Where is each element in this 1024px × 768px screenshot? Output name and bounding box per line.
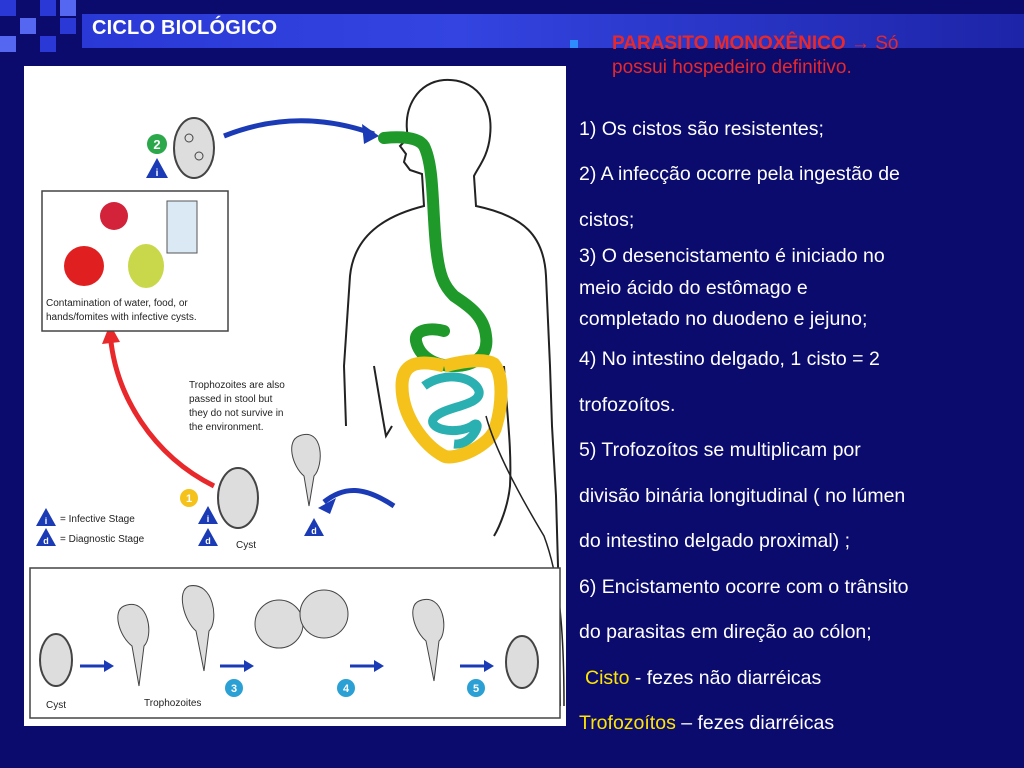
- trofo-rest: – fezes diarréicas: [676, 712, 834, 734]
- svg-text:1: 1: [186, 493, 192, 505]
- arrow-2-to-mouth: [224, 121, 374, 136]
- raspberry-icon: [100, 202, 128, 230]
- esophagus-stomach: [384, 137, 486, 366]
- text-line-8: trofozoítos.: [579, 394, 675, 417]
- svg-text:Trophozoites are also: Trophozoites are also: [189, 380, 285, 391]
- heading-bold: PARASITO MONOXÊNICO: [612, 33, 846, 54]
- svg-text:Cyst: Cyst: [46, 700, 66, 711]
- text-line-2: 2) A infecção ocorre pela ingestão de: [579, 163, 900, 186]
- text-line-6: completado no duodeno e jejuno;: [579, 308, 867, 331]
- cyst-top: [174, 118, 214, 178]
- text-line-11: do intestino delgado proximal) ;: [579, 530, 850, 553]
- svg-text:= Diagnostic Stage: = Diagnostic Stage: [60, 534, 145, 545]
- svg-text:the environment.: the environment.: [189, 422, 264, 433]
- svg-text:4: 4: [343, 683, 350, 695]
- svg-text:5: 5: [473, 683, 479, 695]
- svg-text:they do not survive in: they do not survive in: [189, 408, 284, 419]
- svg-text:d: d: [205, 536, 211, 546]
- svg-text:Cyst: Cyst: [236, 540, 256, 551]
- trophozoite-mid: [292, 434, 321, 506]
- text-line-1: 1) Os cistos são resistentes;: [579, 118, 824, 141]
- text-line-9: 5) Trofozoítos se multiplicam por: [579, 439, 861, 462]
- pear-icon: [128, 244, 164, 288]
- svg-text:3: 3: [231, 683, 237, 695]
- svg-text:i: i: [156, 168, 159, 179]
- text-line-3: cistos;: [579, 209, 634, 232]
- life-cycle-figure: 2 i Contamination of water, food, or han…: [24, 66, 566, 726]
- svg-text:passed in stool but: passed in stool but: [189, 394, 273, 405]
- text-line-4: 3) O desencistamento é iniciado no: [579, 245, 885, 268]
- text-line-7: 4) No intestino delgado, 1 cisto = 2: [579, 348, 880, 371]
- parasite-heading: PARASITO MONOXÊNICO → Só possui hospedei…: [612, 32, 1012, 81]
- svg-text:Trophozoites: Trophozoites: [144, 698, 201, 709]
- cisto-word: Cisto: [585, 667, 629, 689]
- heading-rest-1: Só: [870, 33, 899, 54]
- cyst-mid: [218, 468, 258, 528]
- trofo-word: Trofozoítos: [579, 712, 676, 734]
- svg-text:Contamination of water, food,: Contamination of water, food, or: [46, 298, 188, 309]
- cisto-line: Cisto - fezes não diarréicas: [585, 667, 821, 690]
- svg-text:d: d: [43, 536, 49, 546]
- svg-text:2: 2: [153, 137, 160, 152]
- text-line-5: meio ácido do estômago e: [579, 277, 808, 300]
- bullet-marker: [570, 40, 578, 48]
- svg-text:i: i: [45, 516, 48, 526]
- glass-icon: [167, 201, 197, 253]
- trofo-line: Trofozoítos – fezes diarréicas: [579, 712, 834, 735]
- small-intestine: [424, 377, 479, 444]
- svg-text:d: d: [311, 526, 317, 536]
- arrow-body-to-1: [324, 490, 394, 506]
- heading-arrow: →: [851, 33, 870, 54]
- svg-text:= Infective Stage: = Infective Stage: [60, 514, 135, 525]
- apple-icon: [64, 246, 104, 286]
- cisto-rest: - fezes não diarréicas: [629, 667, 821, 689]
- page-title: CICLO BIOLÓGICO: [92, 17, 277, 40]
- svg-text:hands/fomites with infective c: hands/fomites with infective cysts.: [46, 312, 197, 323]
- svg-text:i: i: [207, 514, 210, 524]
- heading-rest-2: possui hospedeiro definitivo.: [612, 57, 852, 78]
- text-line-13: do parasitas em direção ao cólon;: [579, 621, 872, 644]
- text-line-12: 6) Encistamento ocorre com o trânsito: [579, 576, 908, 599]
- text-line-10: divisão binária longitudinal ( no lúmen: [579, 485, 905, 508]
